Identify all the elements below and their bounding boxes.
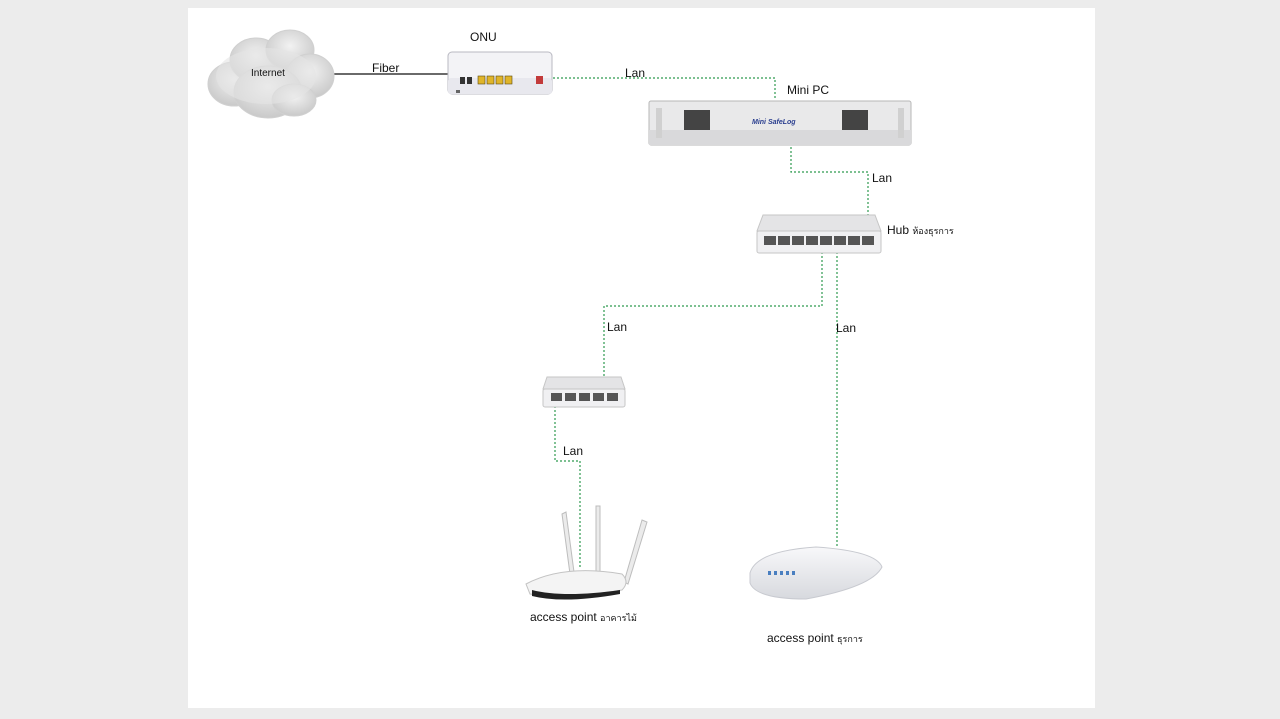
minipc-brand: Mini SafeLog — [752, 119, 796, 126]
internet-label: Internet — [251, 68, 285, 79]
internet-cloud-icon — [207, 29, 335, 119]
ap-wood-building: อาคารไม้ — [600, 613, 637, 623]
hub-room: ห้องธุรการ — [912, 226, 954, 236]
ap-admin-label: access point ธุรการ — [767, 631, 863, 646]
lan-label-onu-minipc: Lan — [625, 66, 646, 80]
ap-admin-building: ธุรการ — [837, 634, 863, 644]
ap-wood-label: access point อาคารไม้ — [530, 610, 637, 625]
minipc-device-icon: Mini SafeLog — [648, 100, 912, 146]
lan-label-hub-ap-admin: Lan — [836, 321, 857, 335]
lan-label-hub-switch: Lan — [607, 320, 628, 334]
onu-device-icon — [447, 51, 553, 95]
hub-label: Hub ห้องธุรการ — [887, 223, 954, 238]
lan-label-minipc-hub: Lan — [872, 171, 893, 185]
hub-device-icon — [756, 214, 882, 254]
minipc-label: Mini PC — [787, 83, 830, 97]
ap-admin-device-icon — [749, 546, 883, 600]
fiber-label: Fiber — [372, 61, 400, 75]
switch-device-icon — [542, 376, 626, 408]
hub-name: Hub — [887, 223, 910, 237]
onu-label: ONU — [470, 30, 497, 44]
ap-wood-name: access point — [530, 610, 597, 624]
lan-label-switch-ap-wood: Lan — [563, 444, 584, 458]
ap-admin-name: access point — [767, 631, 834, 645]
ap-wood-router-icon — [525, 505, 648, 600]
